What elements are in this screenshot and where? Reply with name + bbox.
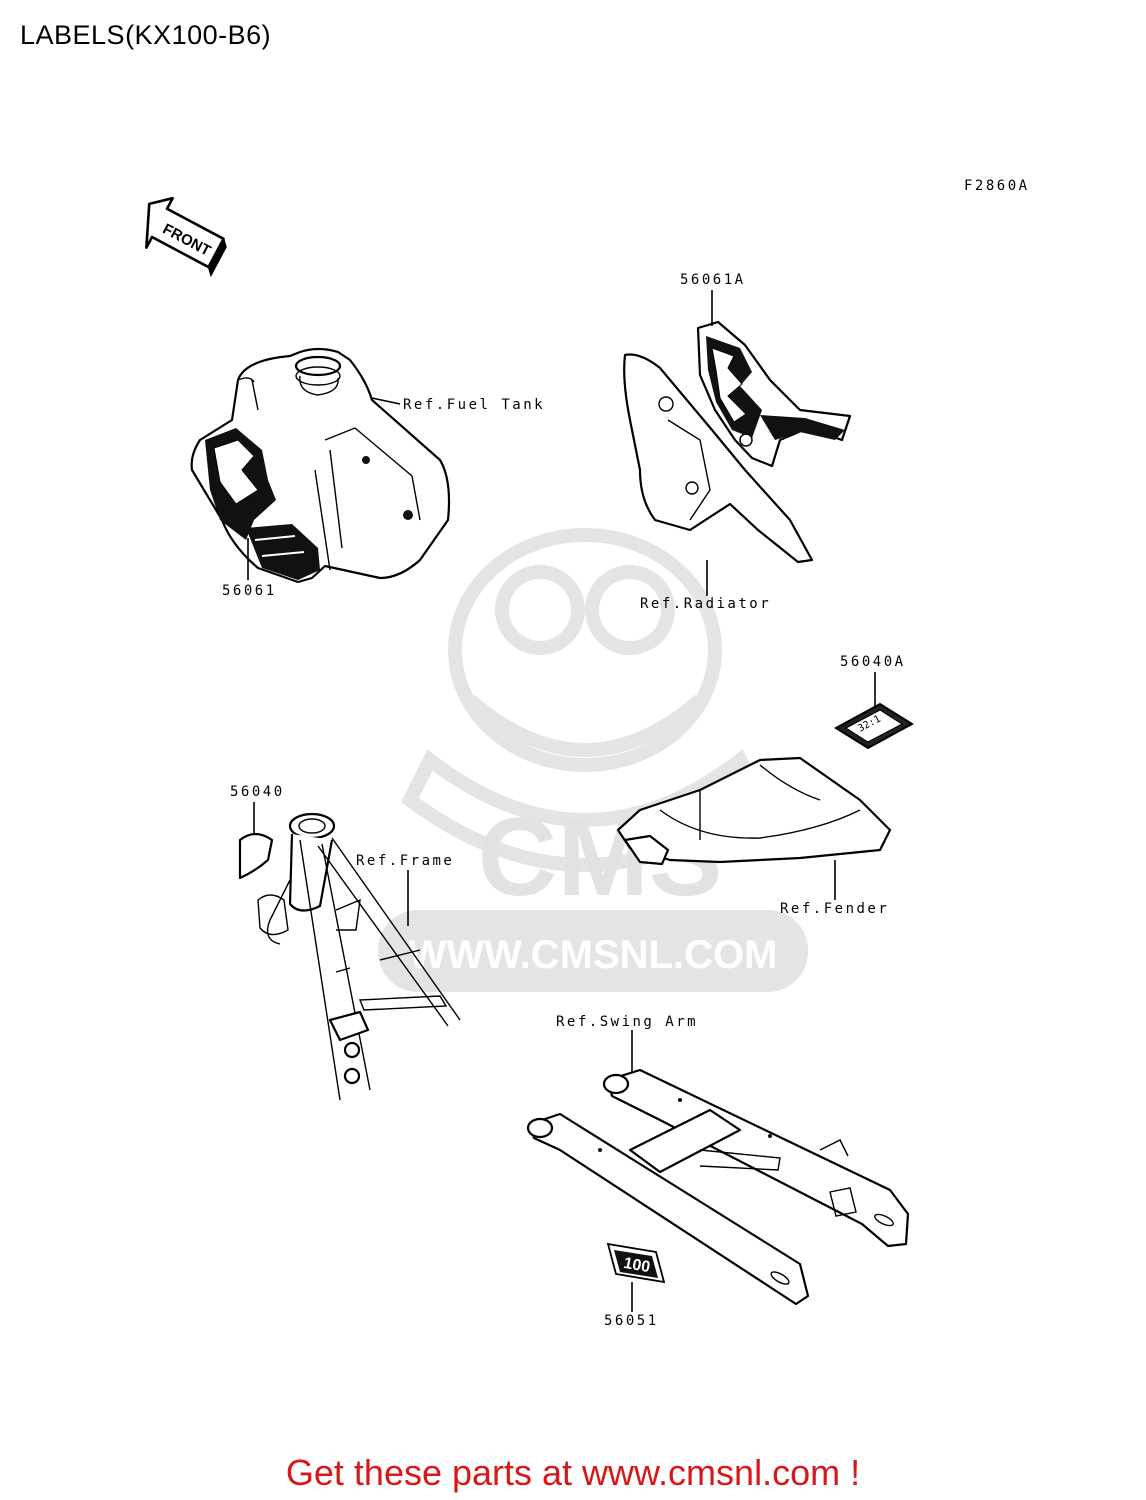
label-fender: Ref.Fender — [780, 901, 889, 917]
label-radiator: Ref.Radiator — [640, 596, 771, 612]
label-56061a: 56061A — [680, 272, 746, 288]
swing-arm-drawing — [526, 1068, 910, 1306]
figure-code: F2860A — [964, 178, 1030, 194]
radiator-shroud-drawing — [623, 320, 852, 564]
label-56040a: 56040A — [840, 654, 906, 670]
label-frame: Ref.Frame — [356, 853, 454, 869]
leader-fuel-tank — [371, 397, 401, 405]
decal-56040a-drawing: 32:1 — [834, 702, 914, 750]
decal-number: 100 — [622, 1255, 651, 1276]
front-arrow-icon: FRONT — [145, 196, 227, 278]
fuel-tank-drawing — [190, 347, 451, 584]
watermark-url: WWW.CMSNL.COM — [409, 933, 778, 977]
decal-56051-drawing: 100 — [606, 1242, 666, 1284]
page-title: LABELS(KX100-B6) — [20, 20, 272, 50]
decal-56040-drawing — [238, 832, 274, 880]
footer-promo: Get these parts at www.cmsnl.com ! — [285, 1452, 861, 1493]
label-swing-arm: Ref.Swing Arm — [556, 1014, 698, 1030]
label-fuel-tank: Ref.Fuel Tank — [403, 397, 545, 413]
label-56061: 56061 — [222, 583, 277, 599]
label-56040: 56040 — [230, 784, 285, 800]
label-56051: 56051 — [604, 1313, 659, 1329]
frame-drawing — [257, 812, 461, 1101]
rear-fender-drawing — [616, 756, 892, 866]
